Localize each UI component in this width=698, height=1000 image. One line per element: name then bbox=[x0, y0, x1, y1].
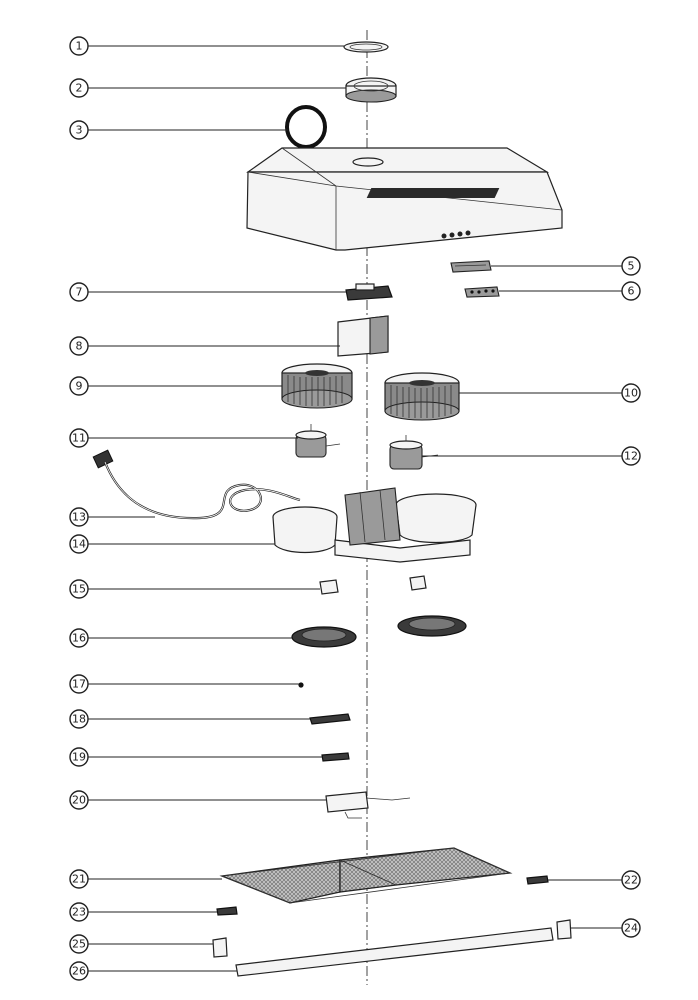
part-17-screw bbox=[298, 682, 304, 688]
callout-10: 10 bbox=[621, 383, 641, 403]
part-15-clip bbox=[319, 575, 427, 595]
part-7-bracket bbox=[345, 283, 393, 301]
callout-8: 8 bbox=[69, 336, 89, 356]
svg-text:17: 17 bbox=[72, 678, 86, 691]
part-1-ring bbox=[343, 41, 389, 53]
part-24-end-cap bbox=[556, 919, 572, 940]
callout-2: 2 bbox=[69, 78, 89, 98]
svg-text:13: 13 bbox=[72, 511, 86, 524]
part-26-front-strip bbox=[235, 927, 554, 977]
svg-text:6: 6 bbox=[628, 285, 635, 298]
part-18-lamp-holder bbox=[309, 713, 351, 725]
part-21-grease-filter bbox=[219, 847, 513, 904]
part-8-damper bbox=[337, 315, 389, 357]
callout-22: 22 bbox=[621, 870, 641, 890]
part-20-light-bracket bbox=[325, 791, 411, 819]
svg-text:15: 15 bbox=[72, 583, 86, 596]
part-14-fan-housing bbox=[272, 487, 477, 563]
part-23-clip bbox=[216, 906, 238, 916]
callout-26: 26 bbox=[69, 961, 89, 981]
part-9-blower-wheel-left bbox=[281, 363, 353, 409]
svg-text:24: 24 bbox=[624, 922, 638, 935]
svg-text:26: 26 bbox=[72, 965, 86, 978]
svg-text:11: 11 bbox=[72, 432, 86, 445]
svg-text:8: 8 bbox=[76, 340, 83, 353]
callout-19: 19 bbox=[69, 747, 89, 767]
svg-text:2: 2 bbox=[76, 82, 83, 95]
svg-text:22: 22 bbox=[624, 874, 638, 887]
callout-20: 20 bbox=[69, 790, 89, 810]
part-11-motor-left bbox=[295, 424, 341, 458]
callout-15: 15 bbox=[69, 579, 89, 599]
part-25-end-cap bbox=[212, 937, 228, 958]
callout-1: 1 bbox=[69, 36, 89, 56]
callout-24: 24 bbox=[621, 918, 641, 938]
svg-text:19: 19 bbox=[72, 751, 86, 764]
callout-17: 17 bbox=[69, 674, 89, 694]
callout-23: 23 bbox=[69, 902, 89, 922]
callout-3: 3 bbox=[69, 120, 89, 140]
callout-11: 11 bbox=[69, 428, 89, 448]
svg-text:12: 12 bbox=[624, 450, 638, 463]
callout-6: 6 bbox=[621, 281, 641, 301]
part-6-switch-board bbox=[464, 286, 500, 298]
svg-text:3: 3 bbox=[76, 124, 83, 137]
part-10-blower-wheel-right bbox=[384, 372, 460, 421]
callout-5: 5 bbox=[621, 256, 641, 276]
svg-text:9: 9 bbox=[76, 380, 83, 393]
part-16-grease-cup bbox=[291, 615, 467, 648]
callout-25: 25 bbox=[69, 934, 89, 954]
svg-text:23: 23 bbox=[72, 906, 86, 919]
callout-7: 7 bbox=[69, 282, 89, 302]
part-19-switch bbox=[321, 752, 350, 762]
svg-text:21: 21 bbox=[72, 873, 86, 886]
part-12-motor-right bbox=[389, 435, 439, 470]
svg-text:25: 25 bbox=[72, 938, 86, 951]
callout-21: 21 bbox=[69, 869, 89, 889]
callout-13: 13 bbox=[69, 507, 89, 527]
callout-9: 9 bbox=[69, 376, 89, 396]
callout-12: 12 bbox=[621, 446, 641, 466]
svg-text:20: 20 bbox=[72, 794, 86, 807]
svg-text:14: 14 bbox=[72, 538, 86, 551]
part-22-filter-clip bbox=[526, 875, 549, 885]
leader-lines bbox=[88, 45, 622, 972]
svg-text:18: 18 bbox=[72, 713, 86, 726]
callout-14: 14 bbox=[69, 534, 89, 554]
svg-text:7: 7 bbox=[76, 286, 83, 299]
callout-16: 16 bbox=[69, 628, 89, 648]
svg-text:10: 10 bbox=[624, 387, 638, 400]
svg-text:16: 16 bbox=[72, 632, 86, 645]
part-13-power-cord bbox=[92, 449, 301, 520]
part-2-exhaust-collar bbox=[345, 77, 397, 103]
svg-text:1: 1 bbox=[76, 40, 83, 53]
callout-18: 18 bbox=[69, 709, 89, 729]
part-4-hood-body bbox=[246, 147, 563, 251]
part-5-control-box bbox=[450, 260, 492, 273]
svg-text:5: 5 bbox=[628, 260, 635, 273]
part-3-gasket-ring bbox=[285, 105, 327, 149]
